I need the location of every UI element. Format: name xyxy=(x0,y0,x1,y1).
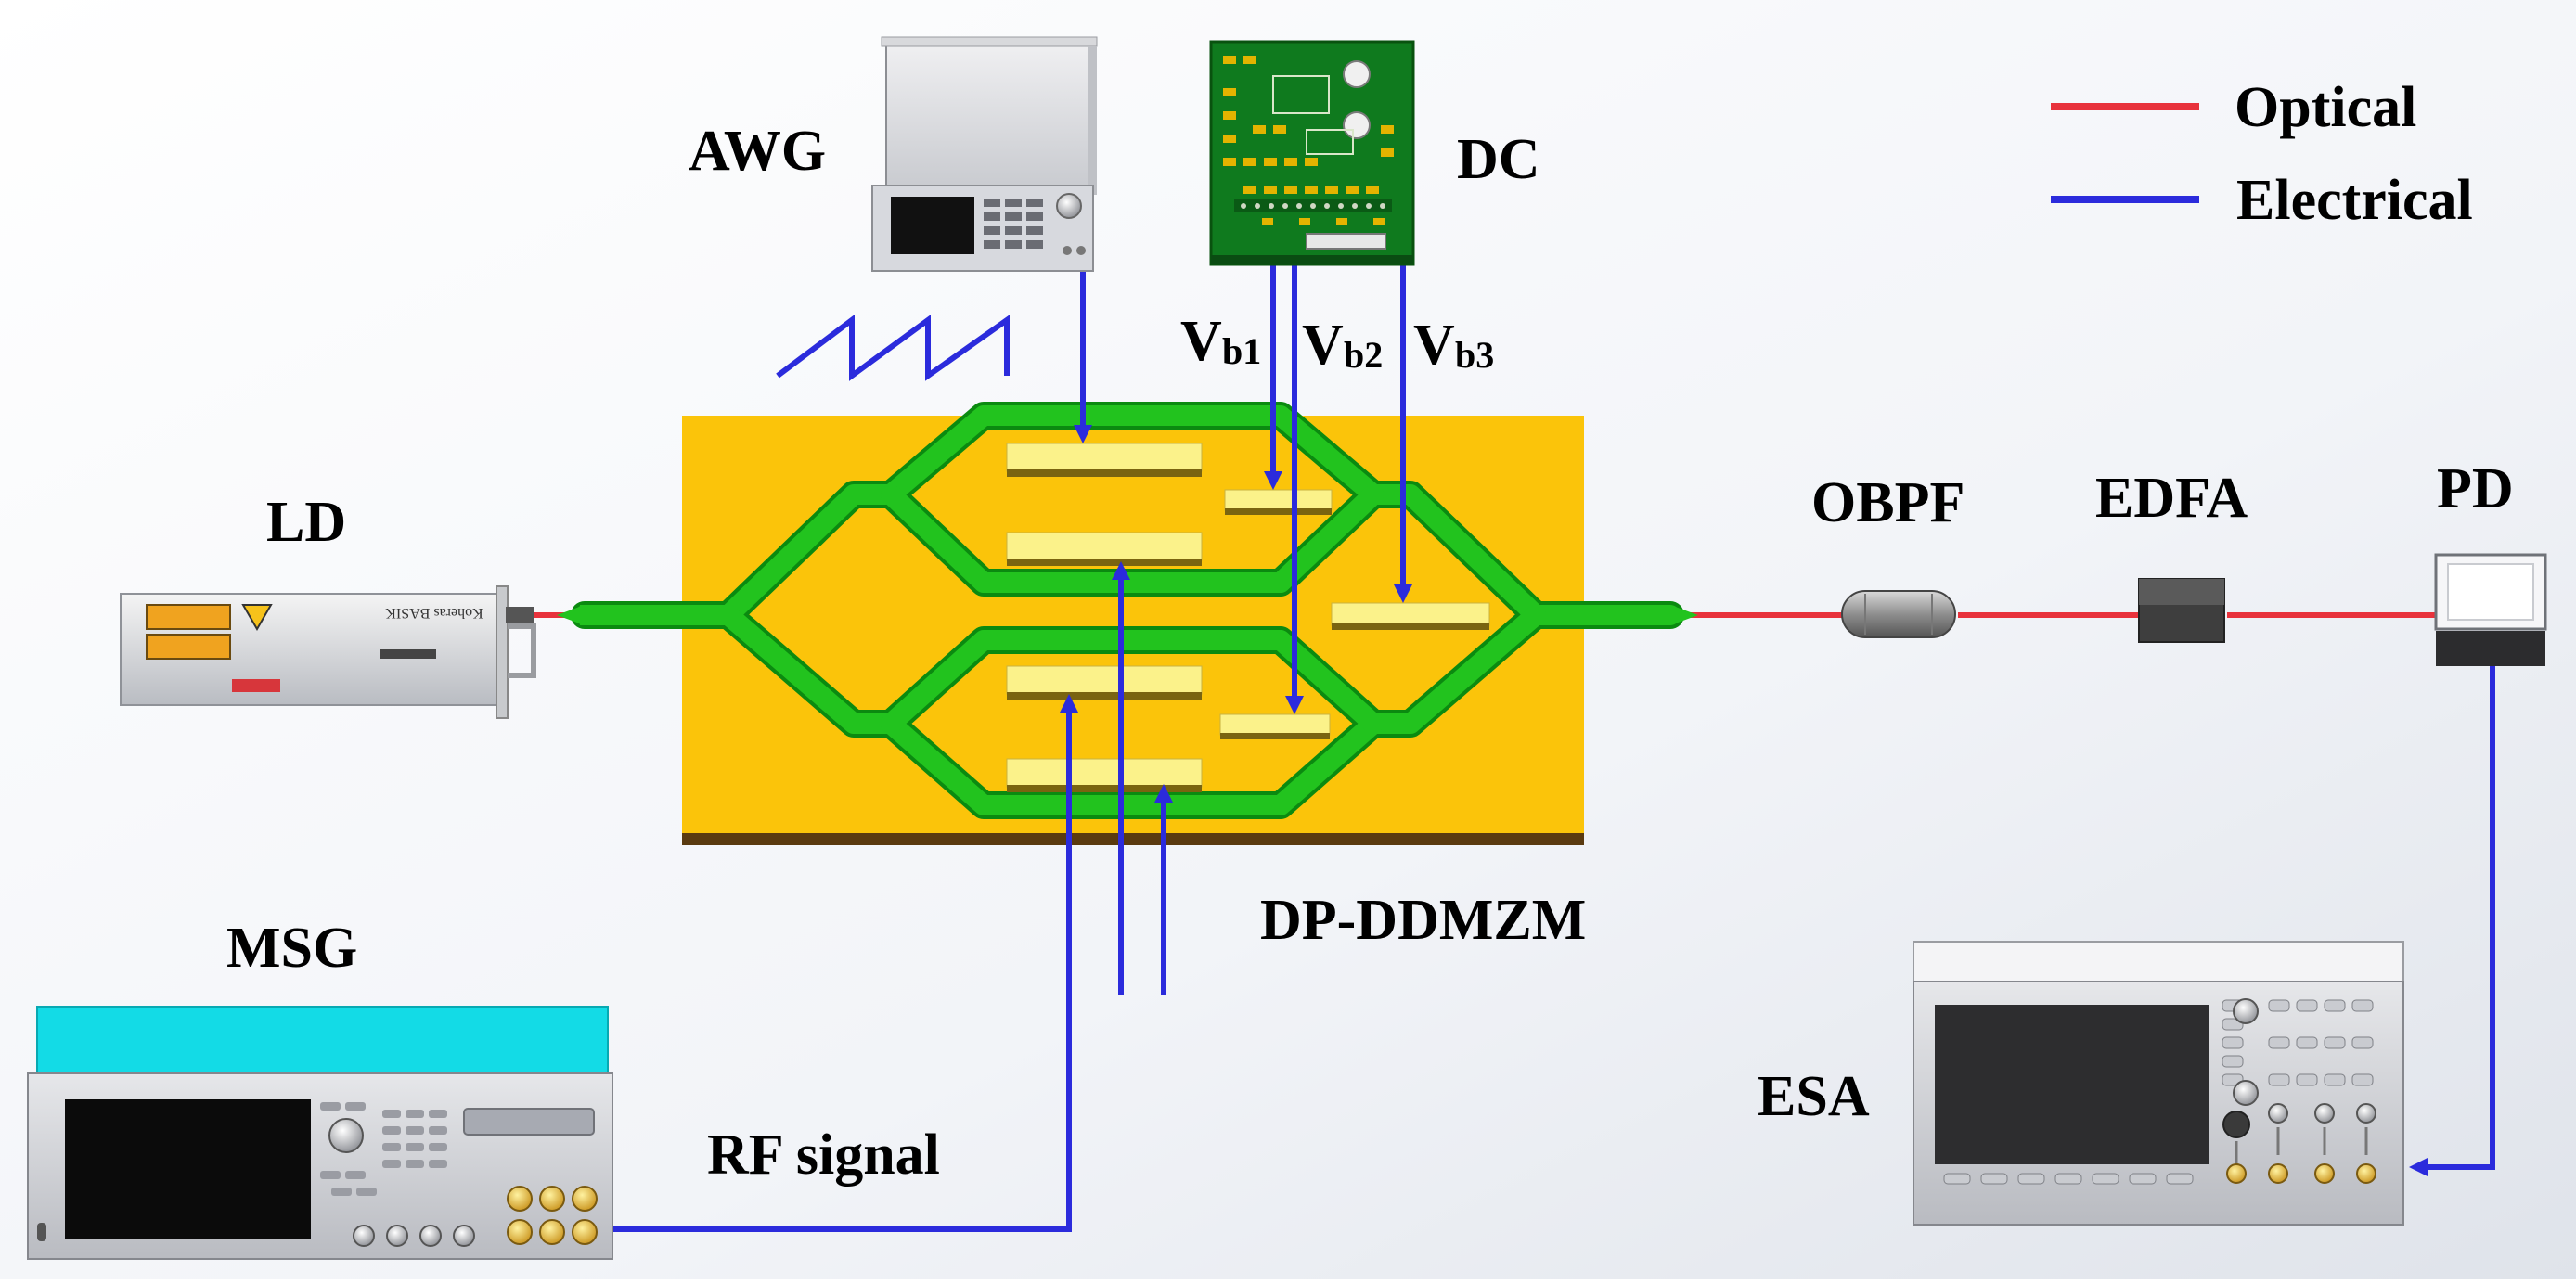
label-msg: MSG xyxy=(226,917,357,980)
awg-device xyxy=(871,36,1098,272)
svg-text:b2: b2 xyxy=(1344,334,1383,376)
label-vb3: V b3 xyxy=(1413,314,1494,377)
label-pd: PD xyxy=(2437,457,2514,520)
label-vb1: V b1 xyxy=(1180,310,1261,373)
label-esa: ESA xyxy=(1758,1065,1870,1128)
svg-text:V: V xyxy=(1302,314,1344,377)
label-obpf: OBPF xyxy=(1811,471,1964,534)
legend: Optical Electrical xyxy=(2051,76,2473,232)
electrodes xyxy=(1006,443,1490,792)
svg-text:b1: b1 xyxy=(1222,330,1261,372)
electrical-paths xyxy=(608,258,2495,1232)
msg-signal-generator xyxy=(27,1006,613,1260)
waveguide-network xyxy=(557,402,1698,819)
label-awg: AWG xyxy=(689,120,826,183)
pd-photodetector xyxy=(2434,553,2547,666)
label-dp-ddmzm: DP-DDMZM xyxy=(1260,889,1586,952)
svg-text:b3: b3 xyxy=(1455,334,1494,376)
legend-optical-label: Optical xyxy=(2235,76,2416,139)
dc-power-board xyxy=(1209,40,1415,266)
ld-laser-source: Koheras BASIK xyxy=(120,585,536,719)
label-dc: DC xyxy=(1457,128,1540,191)
svg-text:V: V xyxy=(1180,310,1222,373)
label-edfa: EDFA xyxy=(2095,467,2248,530)
sawtooth-waveform-icon xyxy=(776,315,1010,381)
svg-text:V: V xyxy=(1413,314,1455,377)
legend-electrical-label: Electrical xyxy=(2236,169,2473,232)
edfa-amplifier xyxy=(2138,578,2225,643)
esa-spectrum-analyzer xyxy=(1913,941,2404,1226)
obpf-filter xyxy=(1841,590,1956,638)
ld-brand-text: Koheras BASIK xyxy=(385,605,483,621)
label-rf-signal: RF signal xyxy=(707,1124,940,1187)
label-ld: LD xyxy=(266,491,346,554)
label-vb2: V b2 xyxy=(1302,314,1383,377)
